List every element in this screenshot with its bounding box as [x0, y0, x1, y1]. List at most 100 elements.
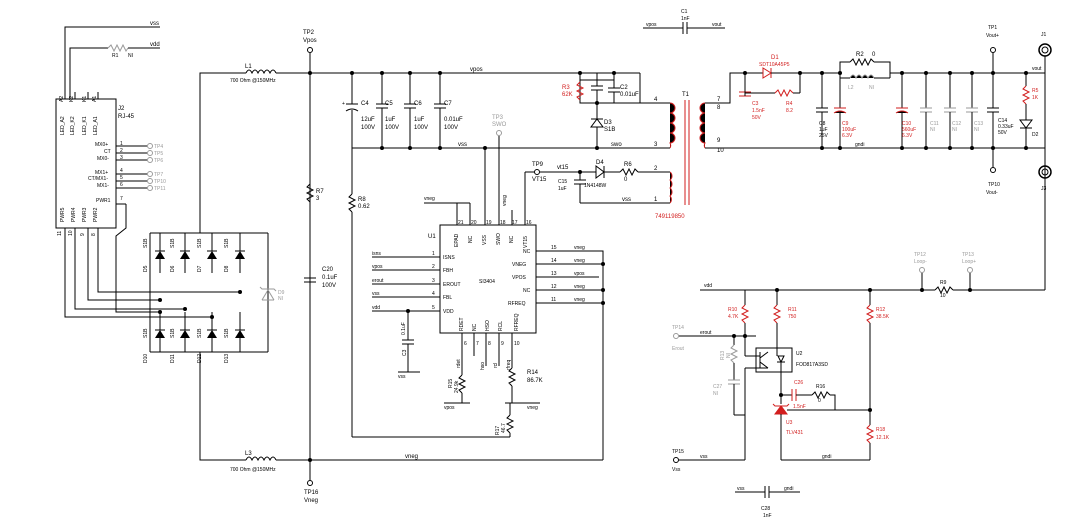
svg-text:PWR5: PWR5 — [60, 207, 66, 222]
svg-text:3: 3 — [654, 142, 658, 148]
svg-text:NC: NC — [523, 249, 531, 255]
svg-text:Vout-: Vout- — [986, 190, 998, 196]
bridge-junction-4 — [238, 290, 242, 294]
svg-text:rfreq: rfreq — [506, 360, 512, 371]
svg-text:SWO: SWO — [496, 233, 502, 245]
svg-text:R1: R1 — [112, 53, 119, 59]
r14: vneg R14 86.7K — [505, 356, 543, 411]
svg-text:FOD817A3SD: FOD817A3SD — [796, 362, 828, 368]
svg-text:S1B: S1B — [143, 328, 149, 338]
svg-text:SI3404: SI3404 — [479, 279, 495, 285]
svg-text:vpos: vpos — [646, 22, 657, 28]
svg-text:PWR4: PWR4 — [71, 207, 77, 222]
svg-text:2: 2 — [654, 166, 658, 172]
svg-text:750: 750 — [788, 314, 797, 320]
svg-text:Vneg: Vneg — [304, 498, 318, 504]
svg-text:EPAD: EPAD — [454, 233, 460, 247]
r15: vpos R15 24.9k — [444, 356, 470, 411]
bridge-diode-top-4 — [235, 233, 245, 273]
svg-text:VDD: VDD — [443, 309, 454, 315]
svg-text:0: 0 — [872, 52, 876, 58]
svg-text:C10: C10 — [902, 121, 911, 127]
svg-text:0: 0 — [818, 398, 821, 404]
svg-text:S1B: S1B — [197, 238, 203, 248]
svg-text:1.5nF: 1.5nF — [752, 108, 765, 114]
svg-text:749119850: 749119850 — [655, 214, 685, 220]
svg-text:vneg: vneg — [574, 284, 585, 290]
svg-text:Loop+: Loop+ — [962, 259, 976, 265]
svg-text:TP3: TP3 — [492, 115, 504, 121]
svg-text:NI: NI — [278, 296, 283, 302]
d9-tvs — [259, 286, 277, 301]
svg-text:TP1: TP1 — [988, 25, 997, 31]
svg-text:D2: D2 — [1032, 132, 1039, 138]
svg-text:NI: NI — [713, 391, 718, 397]
svg-text:MX0-: MX0- — [97, 156, 109, 162]
svg-text:TP9: TP9 — [532, 162, 544, 168]
svg-text:12uF: 12uF — [361, 117, 375, 123]
bridge-diode-bottom-3 — [207, 312, 217, 352]
svg-text:3: 3 — [120, 155, 123, 161]
svg-text:rdet: rdet — [456, 359, 462, 368]
svg-text:swo: swo — [611, 142, 622, 148]
svg-text:1nF: 1nF — [681, 16, 690, 22]
svg-text:C20: C20 — [322, 267, 334, 273]
svg-text:VSS: VSS — [482, 234, 488, 245]
bridge-diode-top-1 — [155, 233, 165, 273]
svg-text:vdd: vdd — [372, 305, 380, 311]
svg-text:CT/MX1-: CT/MX1- — [88, 176, 108, 182]
svg-text:vdd: vdd — [704, 283, 712, 289]
svg-text:vneg: vneg — [527, 405, 538, 411]
svg-text:100V: 100V — [361, 125, 375, 131]
svg-text:vout: vout — [1032, 66, 1042, 72]
svg-text:R15: R15 — [448, 379, 454, 388]
r17: R17 46.7 — [495, 403, 515, 437]
swo-line: swo 3 4 — [597, 73, 658, 149]
svg-text:50V: 50V — [752, 115, 762, 121]
svg-text:Vss: Vss — [672, 467, 681, 473]
svg-text:T1: T1 — [682, 92, 690, 98]
svg-text:RFREQ: RFREQ — [514, 313, 520, 331]
svg-text:vneg: vneg — [502, 195, 508, 206]
svg-text:6.3V: 6.3V — [902, 133, 913, 139]
r1-network: vss vdd R1 NI — [64, 21, 160, 99]
svg-text:NC: NC — [468, 235, 474, 243]
svg-text:8.2: 8.2 — [786, 108, 793, 114]
svg-text:0.01uF: 0.01uF — [620, 92, 639, 98]
tp3: TP3 SWO — [492, 115, 507, 225]
primary-snubber: R3 62K C2 0.01uF D3 S1B — [562, 71, 645, 150]
bridge-junction-5 — [158, 310, 162, 314]
svg-text:NC: NC — [472, 323, 478, 331]
svg-text:vpos: vpos — [372, 264, 383, 270]
svg-text:gndi: gndi — [784, 486, 793, 492]
svg-text:R6: R6 — [624, 162, 632, 168]
svg-text:TP16: TP16 — [304, 490, 319, 496]
svg-text:8: 8 — [717, 105, 721, 111]
svg-text:R2: R2 — [856, 52, 864, 58]
svg-text:SDT10A45P5: SDT10A45P5 — [759, 62, 790, 68]
svg-text:vss: vss — [700, 454, 708, 460]
svg-text:100uF: 100uF — [842, 127, 856, 133]
svg-text:9: 9 — [717, 138, 721, 144]
output-connectors: TP1 Vout+ TP10 Vout- J1 J3 R5 1K D2 — [986, 25, 1052, 290]
svg-text:U2: U2 — [796, 351, 803, 357]
svg-text:C12: C12 — [952, 121, 961, 127]
j2-body — [55, 98, 117, 229]
svg-text:HSO: HSO — [485, 320, 491, 331]
svg-text:vpos: vpos — [470, 67, 483, 73]
svg-text:7: 7 — [120, 196, 123, 202]
svg-text:C13: C13 — [974, 121, 983, 127]
svg-text:5: 5 — [432, 305, 435, 311]
svg-text:LED_A1: LED_A1 — [93, 116, 99, 135]
svg-text:vt15: vt15 — [557, 165, 569, 171]
secondary-output: D1 SDT10A45P5 C3 1.5nF 50V R4 8.2 R2 0 L… — [720, 52, 1045, 149]
bridge-diode-bottom-2 — [180, 312, 190, 352]
svg-text:R16: R16 — [816, 384, 825, 390]
loop-injection: TP12 Loop- TP13 Loop+ R9 10 — [870, 252, 1045, 299]
svg-text:NI: NI — [128, 53, 133, 59]
svg-text:4: 4 — [654, 97, 658, 103]
svg-text:MX1+: MX1+ — [95, 170, 108, 176]
svg-text:0.62: 0.62 — [358, 204, 370, 210]
svg-text:10: 10 — [68, 230, 74, 236]
